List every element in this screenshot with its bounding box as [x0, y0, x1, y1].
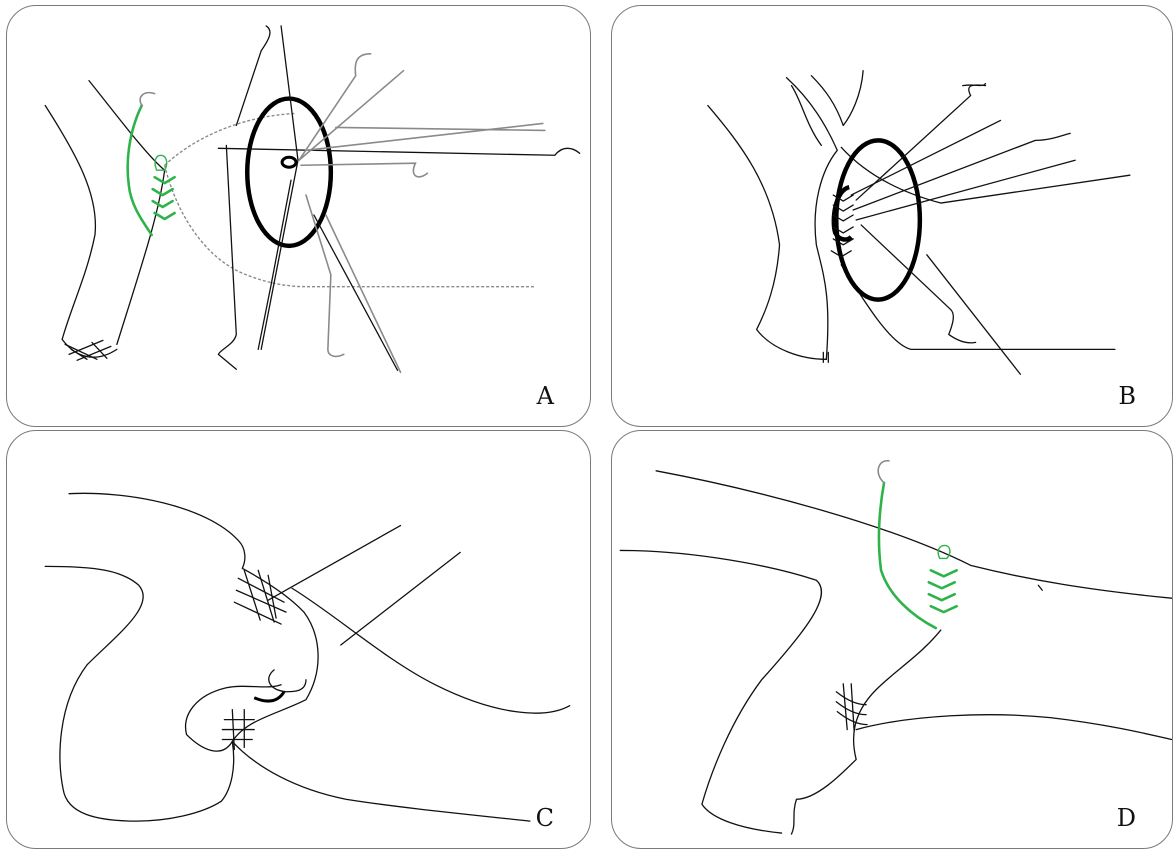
- shaft-outline-right: [89, 81, 165, 345]
- diagonal-2: [341, 552, 460, 645]
- left-skin-line: [620, 550, 821, 833]
- tissue-lower: [841, 265, 1115, 350]
- panel-a: A: [6, 5, 591, 427]
- retractor-4: [336, 127, 545, 130]
- panel-label-a: A: [537, 384, 554, 408]
- retractor-5: [301, 163, 427, 177]
- panel-d-drawing: [612, 431, 1172, 848]
- retractor-line-2: [853, 133, 1070, 210]
- panel-label-d: D: [1117, 806, 1136, 830]
- tissue-right-hook: [963, 84, 986, 86]
- left-line-2: [218, 145, 236, 369]
- shaft-outline-inner: [787, 78, 838, 360]
- thread-hook-a: [140, 93, 154, 106]
- stitches-lower: [222, 710, 254, 750]
- panel-label-b: B: [1118, 384, 1136, 408]
- horizontal-line: [218, 148, 579, 155]
- shaft-outline-left: [45, 106, 95, 340]
- thread-hook-d: [878, 461, 889, 483]
- tissue-left: [791, 86, 821, 146]
- diagonal-1: [268, 526, 400, 601]
- panel-b: B: [611, 5, 1173, 427]
- panel-c-drawing: [7, 431, 590, 848]
- right-tissue: [292, 588, 570, 713]
- panel-label-c: C: [536, 806, 554, 830]
- lower-tissue: [232, 742, 530, 822]
- ring-center: [282, 157, 296, 167]
- suture-stitches-green: [153, 177, 175, 219]
- crossline-to-retractor: [314, 215, 398, 370]
- suture-stitches-green: [929, 570, 957, 612]
- retractor-line-6: [927, 255, 1021, 374]
- shaft-outline-upper: [708, 106, 826, 360]
- vertical-line: [261, 26, 298, 349]
- tissue-upper: [841, 147, 1130, 203]
- upper-skin-line: [656, 471, 1172, 598]
- panel-a-drawing: [7, 6, 590, 426]
- small-mark: [1038, 585, 1042, 590]
- panel-d: D: [611, 430, 1173, 849]
- incision-outline: [165, 113, 535, 286]
- hook-thread: [269, 670, 306, 692]
- panel-c: C: [6, 430, 591, 849]
- glans-outline: [186, 612, 319, 751]
- retractor-7: [326, 215, 401, 372]
- ring-ellipse: [836, 140, 920, 299]
- shaft-outline: [45, 566, 233, 821]
- lower-line: [258, 180, 291, 349]
- suture-line-green: [879, 483, 936, 628]
- suture-line-green: [128, 106, 152, 235]
- panel-b-drawing: [612, 6, 1172, 426]
- lower-tissue: [856, 715, 1171, 740]
- hook-mark: [254, 692, 284, 701]
- retractor-6: [306, 195, 344, 356]
- glans-outline: [791, 630, 940, 834]
- crosshatch-upper: [234, 570, 286, 624]
